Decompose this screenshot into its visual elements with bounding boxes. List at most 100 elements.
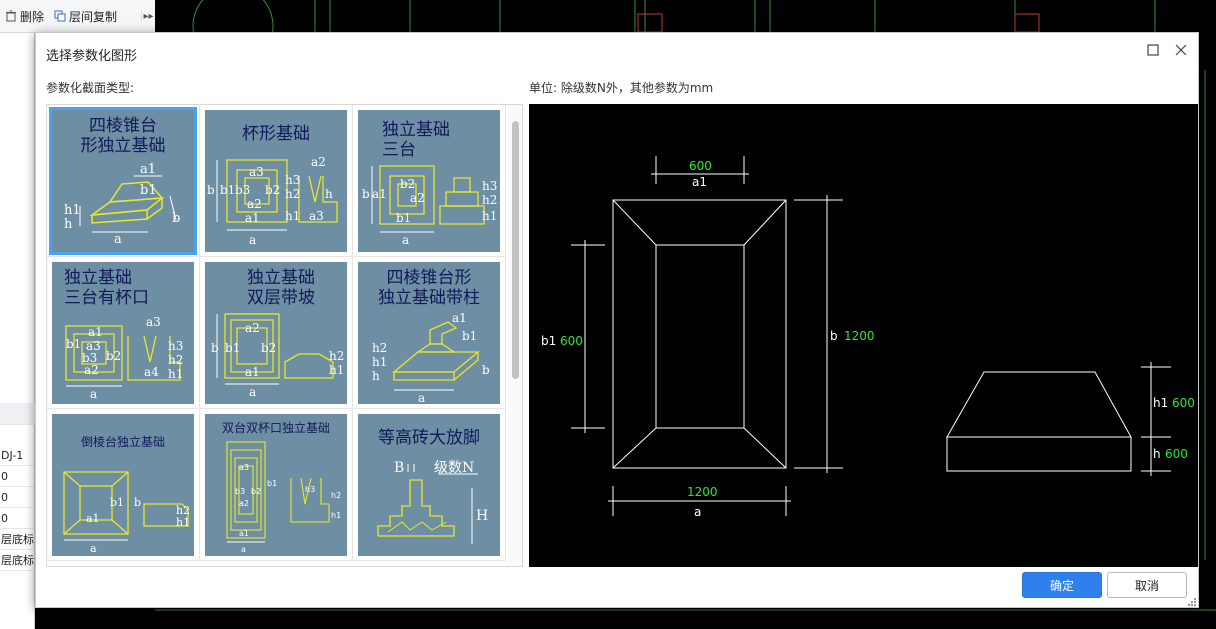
shape-title: 杯形基础 — [242, 124, 310, 144]
dim-label: a3 — [309, 209, 324, 223]
dim-label: b3 — [235, 487, 245, 496]
b-value: 1200 — [844, 329, 875, 343]
dim-label: h1 — [372, 355, 387, 369]
delete-button[interactable]: 删除 — [0, 5, 49, 27]
shape-tile-pyramid-with-column[interactable]: 四棱锥台形 独立基础带柱 a1 b1 — [353, 257, 506, 409]
shape-diagram: b2 a2 a1 b1 b h3 h2 h1 a — [362, 165, 497, 247]
shape-diagram: a2 b2 b b1 a1 a h2 h1 — [211, 313, 344, 399]
shape-diagram: a3 b3 b2 a2 b1 a1 h3 h2 h1 a — [226, 441, 341, 554]
dim-label: b — [172, 211, 180, 226]
dim-label: a3 — [86, 339, 101, 353]
h1-value: 600 — [1172, 396, 1195, 410]
select-shape-dialog: 选择参数化图形 参数化截面类型: 单位: 除级数N外，其他参数为mm 四棱锥台 … — [35, 32, 1199, 608]
dim-label: a3 — [249, 165, 264, 179]
h1-label: h1 — [1153, 396, 1168, 410]
dim-label: a — [418, 391, 425, 404]
dim-label: h2 — [331, 491, 341, 500]
shape-tile-inverted-frustum[interactable]: 倒棱台独立基础 b1 — [47, 409, 200, 561]
panel-row[interactable]: 层底标 — [0, 530, 35, 550]
panel-header — [0, 403, 35, 425]
dim-label: b1 — [140, 183, 157, 198]
panel-row[interactable]: 层底标 — [0, 551, 35, 571]
copy-floor-button[interactable]: 层间复制 — [49, 5, 122, 27]
panel-row[interactable]: DJ-1 — [0, 446, 35, 466]
dim-label: h2 — [329, 349, 344, 363]
dim-label: b2 — [106, 349, 121, 363]
close-icon[interactable] — [1174, 43, 1188, 57]
shape-title: 形独立基础 — [80, 136, 166, 156]
panel-row[interactable]: 0 — [0, 509, 35, 529]
dim-label: a1 — [245, 365, 260, 379]
shape-gallery[interactable]: 四棱锥台 形独立基础 a — [46, 104, 523, 567]
dim-label: b1 — [462, 329, 477, 343]
dim-label: b2 — [400, 177, 415, 191]
shape-preview: 600 a1 b1 600 b 1200 1200 a h1 600 h 600 — [529, 104, 1198, 567]
shape-title: 三台 — [382, 140, 416, 160]
shape-thumbnail: 杯形基础 a2 a3 — [205, 110, 347, 252]
shape-tile-brick-footing[interactable]: 等高砖大放脚 B 级数N H — [353, 409, 506, 561]
dim-label: a2 — [410, 191, 425, 205]
toolbar-more-button[interactable]: ▸▸ — [141, 10, 155, 22]
shape-title: 独立基础带柱 — [378, 288, 480, 308]
a-label: a — [694, 505, 701, 519]
shape-tile-three-tier[interactable]: 独立基础 三台 b2 — [353, 105, 506, 257]
dim-label: b1 — [220, 183, 235, 197]
property-panel: DJ-1 0 0 0 层底标 层底标 — [0, 33, 35, 629]
panel-row[interactable]: 0 — [0, 488, 35, 508]
shape-diagram: b1 a1 b h2 h1 a — [63, 471, 190, 555]
shape-diagram: B 级数N H — [377, 460, 488, 544]
dim-label: a1 — [452, 311, 467, 325]
shape-title: 独立基础 — [382, 120, 450, 140]
dim-label: B — [394, 460, 404, 476]
dim-label: h2 — [176, 504, 190, 517]
shape-title: 双层带坡 — [247, 288, 315, 308]
gallery-scrollbar[interactable] — [508, 105, 522, 566]
dim-label: b — [211, 341, 219, 355]
maximize-icon[interactable] — [1146, 43, 1160, 57]
dim-label: h — [325, 187, 333, 201]
dim-label: h3 — [305, 485, 315, 494]
copy-floor-label: 层间复制 — [69, 9, 118, 24]
dim-label: a1 — [372, 187, 387, 201]
copy-icon — [54, 10, 66, 22]
dim-label: b1 — [66, 337, 81, 351]
dim-label: h3 — [168, 339, 183, 353]
preview-drawing: 600 a1 b1 600 b 1200 1200 a h1 600 h 600 — [541, 156, 1195, 519]
dim-label: b — [482, 363, 490, 377]
ok-button[interactable]: 确定 — [1022, 572, 1102, 598]
shape-thumbnail: 双台双杯口独立基础 a3 b3 — [205, 414, 347, 556]
shape-tile-double-slope[interactable]: 独立基础 双层带坡 a2 b2 — [200, 257, 353, 409]
dim-label: b1 — [225, 341, 240, 355]
shape-tile-pyramid-frustum[interactable]: 四棱锥台 形独立基础 a — [47, 105, 200, 257]
shape-thumbnail: 独立基础 双层带坡 a2 b2 — [205, 262, 347, 404]
dim-label: h — [64, 217, 73, 232]
shape-tile-three-tier-cup[interactable]: 独立基础 三台有杯口 a1 a3 — [47, 257, 200, 409]
background-toolbar: 删除 层间复制 ▸▸ — [0, 0, 155, 33]
dim-label: a — [241, 545, 246, 554]
dim-label: a1 — [245, 211, 260, 225]
scrollbar-thumb[interactable] — [512, 121, 519, 379]
dim-label: b1 — [110, 496, 124, 509]
dim-label: a — [249, 233, 256, 247]
dim-label: h1 — [331, 511, 341, 520]
shape-diagram: a1 b1 h2 h1 h a b — [372, 311, 490, 404]
dim-label: h1 — [64, 203, 81, 218]
shape-tile-cup-footing[interactable]: 杯形基础 a2 a3 — [200, 105, 353, 257]
shape-title: 倒棱台独立基础 — [80, 435, 165, 449]
dim-label: a — [90, 542, 97, 555]
dim-label: h2 — [372, 341, 387, 355]
panel-row[interactable]: 0 — [0, 467, 35, 487]
dim-label: a4 — [144, 365, 159, 379]
resize-grip-icon[interactable] — [1187, 597, 1197, 607]
dim-label: h1 — [168, 367, 183, 381]
dim-label: a2 — [239, 499, 249, 508]
dim-label: h — [372, 369, 380, 383]
cancel-button[interactable]: 取消 — [1107, 572, 1187, 598]
trash-icon — [6, 10, 16, 22]
shape-title: 双台双杯口独立基础 — [221, 421, 330, 435]
dim-label: a1 — [239, 529, 249, 538]
dim-label: a2 — [84, 363, 99, 377]
dim-label: h1 — [329, 363, 344, 377]
shape-tile-double-cup[interactable]: 双台双杯口独立基础 a3 b3 — [200, 409, 353, 561]
dialog-title: 选择参数化图形 — [46, 49, 138, 64]
